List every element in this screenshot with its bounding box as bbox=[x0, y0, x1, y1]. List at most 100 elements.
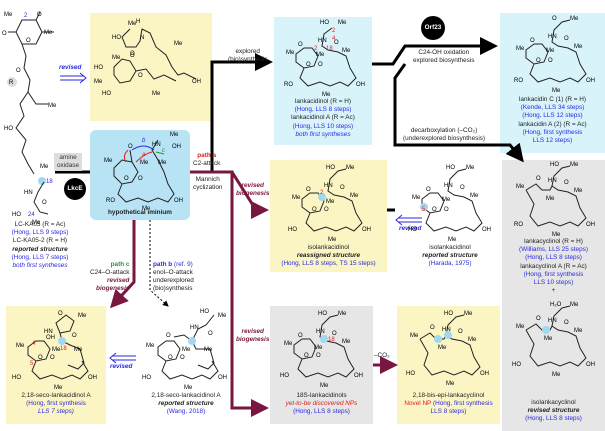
svg-text:HO: HO bbox=[142, 375, 151, 381]
seco-revised-box bbox=[6, 306, 106, 424]
svg-text:OH: OH bbox=[586, 362, 595, 368]
revised-label-mid: revised bbox=[399, 225, 422, 232]
svg-text:O: O bbox=[552, 16, 557, 22]
svg-text:Me: Me bbox=[574, 44, 583, 50]
isolankacidinol-reassigned-box bbox=[270, 160, 387, 272]
svg-text:O: O bbox=[38, 355, 43, 361]
svg-text:O: O bbox=[128, 144, 133, 150]
svg-text:O: O bbox=[530, 38, 535, 44]
svg-text:Me: Me bbox=[174, 41, 183, 47]
atom-me: Me bbox=[4, 12, 13, 18]
svg-text:Me: Me bbox=[442, 197, 451, 203]
svg-text:OH: OH bbox=[218, 375, 227, 381]
svg-text:Me: Me bbox=[320, 383, 329, 389]
svg-text:HO: HO bbox=[12, 212, 21, 218]
svg-text:RO: RO bbox=[106, 198, 115, 204]
svg-text:HN: HN bbox=[24, 190, 33, 196]
svg-text:4: 4 bbox=[32, 341, 36, 347]
atom-label-c2: 2 bbox=[320, 190, 324, 196]
bis-epi-box bbox=[397, 306, 500, 424]
svg-text:O: O bbox=[430, 325, 435, 331]
svg-text:Me: Me bbox=[552, 88, 561, 94]
svg-text:Me: Me bbox=[140, 160, 149, 166]
svg-text:HN: HN bbox=[316, 329, 325, 335]
svg-text:HN: HN bbox=[548, 34, 557, 40]
revised-arrow-bottom bbox=[110, 353, 136, 363]
svg-text:O: O bbox=[50, 355, 55, 361]
svg-text:Me: Me bbox=[326, 199, 335, 205]
seco-lankacidinol-revised-caption: 2,18-seco-lankacidinol A (Hong, first sy… bbox=[21, 392, 91, 416]
svg-text:Me: Me bbox=[182, 347, 191, 353]
svg-text:O: O bbox=[306, 187, 311, 193]
svg-text:b: b bbox=[142, 138, 146, 144]
path-a-arrow bbox=[190, 172, 269, 417]
svg-text:RO: RO bbox=[284, 82, 293, 88]
svg-text:Me: Me bbox=[574, 188, 583, 194]
svg-text:HO: HO bbox=[102, 91, 111, 97]
svg-text:Me: Me bbox=[342, 339, 351, 345]
bis-epi-lankacyclinol-caption: 2,18-bis-epi-lankacyclinol Novel NP (Hon… bbox=[404, 392, 493, 416]
svg-text:H₂O: H₂O bbox=[550, 302, 562, 308]
svg-text:O: O bbox=[124, 176, 129, 182]
svg-text:Me: Me bbox=[470, 193, 479, 199]
revised-arrow-mid bbox=[396, 215, 422, 225]
svg-text:Me: Me bbox=[54, 385, 63, 391]
svg-text:O: O bbox=[458, 329, 463, 335]
svg-text:O: O bbox=[318, 62, 323, 68]
svg-text:Me: Me bbox=[40, 164, 49, 170]
svg-text:O: O bbox=[548, 58, 553, 64]
path-b-label: path b (ref. 9) enol–O-attack underexplo… bbox=[153, 261, 194, 292]
svg-text:OH: OH bbox=[46, 335, 55, 341]
svg-text:Me: Me bbox=[570, 302, 579, 308]
svg-text:HN: HN bbox=[324, 183, 333, 189]
svg-text:Me: Me bbox=[412, 195, 421, 201]
svg-text:O: O bbox=[432, 207, 437, 213]
svg-text:Me: Me bbox=[410, 333, 419, 339]
svg-text:O: O bbox=[564, 320, 569, 326]
svg-text:HO: HO bbox=[94, 65, 103, 71]
svg-text:Me: Me bbox=[338, 20, 347, 26]
svg-text:Me: Me bbox=[516, 46, 525, 52]
svg-text:Me: Me bbox=[570, 162, 579, 168]
hypothetical-iminium-label: hypothetical iminium bbox=[108, 209, 172, 216]
svg-text:O: O bbox=[536, 58, 541, 64]
svg-text:Me: Me bbox=[342, 48, 351, 54]
svg-text:HO: HO bbox=[112, 35, 121, 41]
svg-text:HO: HO bbox=[4, 126, 13, 132]
svg-text:OH: OH bbox=[480, 371, 489, 377]
svg-text:O: O bbox=[58, 311, 63, 317]
svg-text:HN: HN bbox=[44, 329, 53, 335]
svg-text:Me: Me bbox=[48, 103, 57, 109]
svg-text:Me: Me bbox=[74, 347, 83, 353]
svg-text:HO: HO bbox=[320, 20, 329, 26]
isolankacyclinol-caption: isolankacyclinol revised structure (Hong… bbox=[525, 399, 582, 423]
svg-text:HN: HN bbox=[190, 325, 199, 331]
lc-ka05-side-chain: HN O HO 24 Me bbox=[12, 180, 60, 226]
svg-text:Me: Me bbox=[468, 337, 477, 343]
svg-text:N: N bbox=[140, 35, 144, 41]
svg-text:Me: Me bbox=[516, 324, 525, 330]
svg-text:Me: Me bbox=[438, 345, 447, 351]
svg-text:Me: Me bbox=[112, 55, 121, 61]
svg-text:Me: Me bbox=[328, 237, 337, 243]
svg-text:O: O bbox=[130, 53, 135, 59]
svg-text:O: O bbox=[564, 36, 569, 42]
svg-text:Me: Me bbox=[94, 79, 103, 85]
svg-text:O: O bbox=[72, 333, 77, 339]
atom-label-c2: 2 bbox=[24, 13, 28, 19]
lankacyclinol-box bbox=[502, 160, 605, 431]
svg-text:Me: Me bbox=[346, 165, 355, 171]
svg-text:HO: HO bbox=[200, 309, 209, 315]
svg-text:OH: OH bbox=[354, 373, 363, 379]
